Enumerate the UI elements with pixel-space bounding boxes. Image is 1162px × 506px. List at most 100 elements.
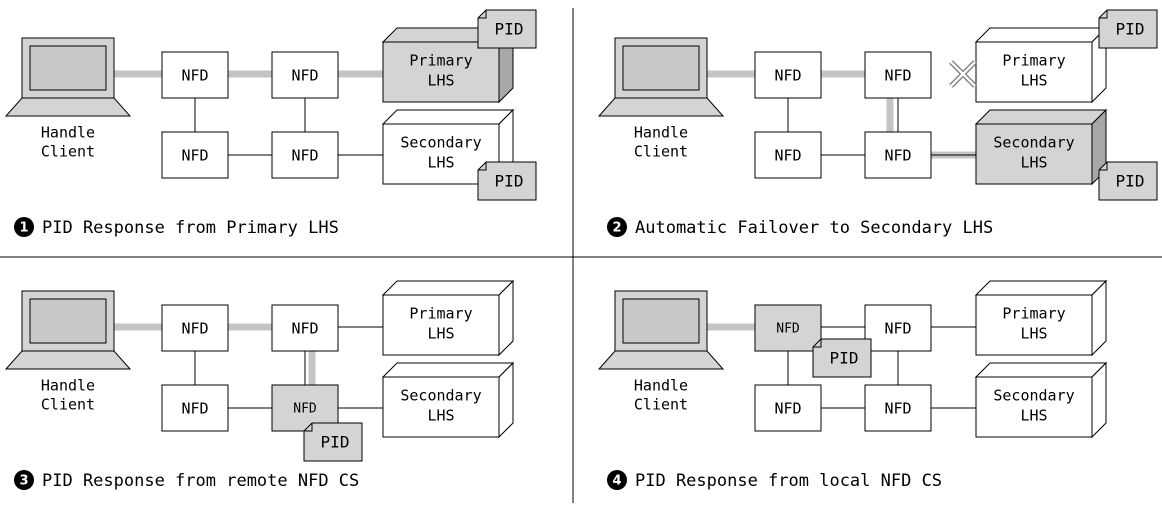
nfd-box-2 bbox=[864, 304, 932, 352]
nfd-box-4 bbox=[271, 131, 339, 179]
primary-lhs-top bbox=[974, 280, 1108, 296]
secondary-lhs-top bbox=[974, 362, 1108, 378]
panel-caption: PID Response from Primary LHS bbox=[42, 218, 339, 238]
pid-tag-primary bbox=[1098, 9, 1158, 49]
client-label-line2: Client bbox=[41, 143, 95, 161]
secondary-lhs-front bbox=[382, 376, 500, 438]
pid-tag-primary bbox=[477, 9, 537, 49]
primary-lhs-label-line2: LHS bbox=[1020, 72, 1047, 90]
pid-tag-secondary bbox=[477, 161, 537, 201]
nfd-box-3 bbox=[754, 384, 822, 432]
laptop-screen bbox=[29, 45, 107, 91]
nfd-box-4 bbox=[864, 384, 932, 432]
secondary-lhs-label-line2: LHS bbox=[1020, 154, 1047, 172]
nfd-box-1-label: NFD bbox=[774, 67, 801, 85]
nfd-box-4 bbox=[864, 131, 932, 179]
nfd-box-1 bbox=[754, 51, 822, 99]
nfd-box-2 bbox=[271, 51, 339, 99]
nfd-box-3-label: NFD bbox=[181, 147, 208, 165]
nfd-box-3 bbox=[754, 131, 822, 179]
step-number: 4 bbox=[612, 474, 621, 489]
handle-client-laptop-icon bbox=[597, 37, 725, 117]
nfd-box-1 bbox=[161, 51, 229, 99]
step-number: 1 bbox=[19, 221, 28, 236]
secondary-lhs-top bbox=[381, 362, 515, 378]
secondary-lhs-front bbox=[975, 376, 1093, 438]
nfd-box-3-label: NFD bbox=[774, 400, 801, 418]
nfd-box-2 bbox=[864, 51, 932, 99]
primary-lhs-front bbox=[975, 41, 1093, 103]
pid-tag-primary-label: PID bbox=[495, 20, 524, 39]
panel-caption: Automatic Failover to Secondary LHS bbox=[635, 218, 993, 238]
pid-tag-primary-fold bbox=[478, 10, 487, 19]
step-number: 2 bbox=[612, 221, 621, 236]
pid-tag-primary-label: PID bbox=[1116, 20, 1145, 39]
pid-tag-secondary-label: PID bbox=[495, 172, 524, 191]
secondary-lhs-label-line2: LHS bbox=[427, 407, 454, 425]
nfd-box-3 bbox=[161, 131, 229, 179]
nfd-box-2-label: NFD bbox=[291, 67, 318, 85]
secondary-lhs-label-line1: Secondary bbox=[993, 134, 1074, 152]
primary-lhs-top bbox=[974, 27, 1108, 43]
x-inner-b bbox=[950, 61, 976, 87]
nfd-box-2-label: NFD bbox=[884, 67, 911, 85]
laptop-base bbox=[597, 350, 725, 370]
client-label-line1: Handle bbox=[41, 124, 95, 142]
pid-tag-secondary bbox=[1098, 161, 1158, 201]
nfd-box-4-label: NFD bbox=[293, 402, 317, 417]
primary-lhs-front bbox=[975, 294, 1093, 356]
secondary-lhs-top bbox=[381, 109, 515, 125]
nfd-box-4-label: NFD bbox=[291, 147, 318, 165]
pid-tag-nfd-label: PID bbox=[830, 349, 859, 368]
nfd-box-2-label: NFD bbox=[884, 320, 911, 338]
pid-tag-nfd bbox=[812, 338, 872, 378]
primary-lhs-label-line2: LHS bbox=[1020, 325, 1047, 343]
handle-client-laptop-icon bbox=[597, 290, 725, 370]
primary-lhs-label-line1: Primary bbox=[1002, 305, 1065, 323]
pid-tag-nfd-fold bbox=[813, 339, 822, 348]
client-label-line1: Handle bbox=[634, 124, 688, 142]
primary-lhs-top bbox=[381, 280, 515, 296]
secondary-lhs-label-line2: LHS bbox=[427, 154, 454, 172]
handle-client-laptop-icon bbox=[4, 37, 132, 117]
laptop-screen bbox=[622, 45, 700, 91]
handle-client-laptop-icon bbox=[4, 290, 132, 370]
nfd-box-1-label: NFD bbox=[776, 322, 800, 337]
nfd-box-2-label: NFD bbox=[291, 320, 318, 338]
pid-tag-primary-fold bbox=[1099, 10, 1108, 19]
primary-lhs-label-line2: LHS bbox=[427, 325, 454, 343]
primary-lhs-front bbox=[382, 41, 500, 103]
client-label-line1: Handle bbox=[634, 377, 688, 395]
step-badge bbox=[607, 470, 627, 490]
pid-tag-secondary-label: PID bbox=[1116, 172, 1145, 191]
primary-lhs-front bbox=[382, 294, 500, 356]
pid-tag-secondary-fold bbox=[1099, 162, 1108, 171]
nfd-box-2 bbox=[271, 304, 339, 352]
step-badge bbox=[607, 217, 627, 237]
laptop-screen bbox=[29, 298, 107, 344]
laptop-base bbox=[4, 350, 132, 370]
pid-tag-nfd-label: PID bbox=[321, 433, 350, 452]
step-badge bbox=[14, 217, 34, 237]
nfd-box-3 bbox=[161, 384, 229, 432]
panel-caption: PID Response from remote NFD CS bbox=[42, 471, 359, 491]
pid-tag-secondary-fold bbox=[478, 162, 487, 171]
client-label-line1: Handle bbox=[41, 377, 95, 395]
panel-caption: PID Response from local NFD CS bbox=[635, 471, 942, 491]
secondary-lhs-label-line1: Secondary bbox=[400, 387, 481, 405]
nfd-box-4-label: NFD bbox=[884, 400, 911, 418]
client-label-line2: Client bbox=[41, 396, 95, 414]
pid-tag-nfd bbox=[303, 422, 363, 462]
nfd-box-1 bbox=[754, 304, 822, 352]
primary-lhs-label-line2: LHS bbox=[427, 72, 454, 90]
client-label-line2: Client bbox=[634, 143, 688, 161]
laptop-screen bbox=[622, 298, 700, 344]
secondary-lhs-label-line1: Secondary bbox=[400, 134, 481, 152]
laptop-base bbox=[597, 97, 725, 117]
nfd-box-1-label: NFD bbox=[181, 320, 208, 338]
secondary-lhs-top bbox=[974, 109, 1108, 125]
step-badge bbox=[14, 470, 34, 490]
